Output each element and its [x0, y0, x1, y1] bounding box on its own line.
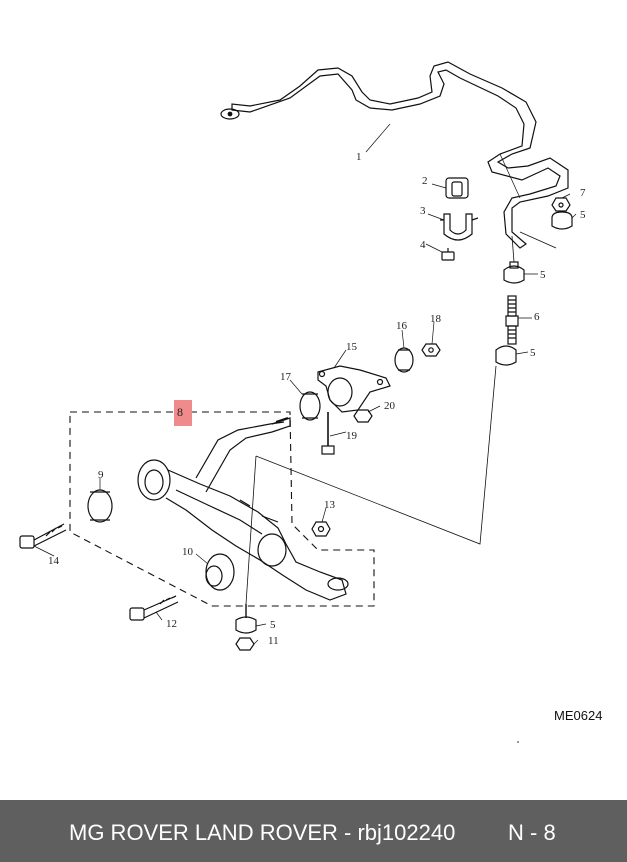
callout-8-highlight	[174, 400, 192, 426]
callout-8: 8	[177, 405, 183, 419]
bush-clamp	[440, 213, 479, 241]
bracket-lock-nut	[353, 409, 373, 423]
drop-link-stud	[505, 295, 519, 345]
callout-19: 19	[346, 430, 358, 442]
footer-page-code: N - 8	[508, 820, 556, 845]
arm-rear-bush	[299, 391, 321, 421]
callout-18: 18	[430, 313, 442, 325]
anti-roll-bar-bush	[445, 177, 469, 199]
diagram-reference-code: ME0624	[554, 708, 603, 723]
footer-brand-part-number: MG ROVER LAND ROVER - rbj102240	[69, 820, 456, 845]
ball-joint-bush	[235, 604, 257, 634]
callout-4: 4	[420, 239, 426, 251]
bracket-bush	[394, 347, 414, 373]
footer-bar: MG ROVER LAND ROVER - rbj102240 N - 8	[0, 800, 627, 862]
callout-17: 17	[280, 371, 292, 383]
callout-14: 14	[48, 555, 60, 567]
arm-nut	[311, 521, 331, 537]
arm-front-bush	[87, 489, 113, 523]
callout-7: 7	[580, 187, 586, 199]
arm-rear-bolt	[129, 595, 179, 621]
link-bush-upper	[503, 261, 525, 284]
arm-front-bolt	[19, 523, 67, 549]
link-bush-top	[551, 211, 573, 230]
callout-5a: 5	[580, 209, 586, 221]
bracket-bolt	[321, 412, 335, 455]
callout-5c: 5	[530, 347, 536, 359]
callout-15: 15	[346, 341, 358, 353]
exploded-parts-diagram: 1 2 3 4 5 5 5 5 6 7 8 9 10 11 12 13 14 1…	[19, 61, 586, 743]
link-bush-lower	[495, 345, 517, 366]
arm-compliance-bush	[205, 553, 235, 591]
callout-6: 6	[534, 311, 540, 323]
callout-5d: 5	[270, 619, 276, 631]
callout-11: 11	[268, 635, 279, 647]
callout-2: 2	[422, 175, 428, 187]
clamp-bolt	[441, 248, 455, 261]
callout-16: 16	[396, 320, 408, 332]
callout-5b: 5	[540, 269, 546, 281]
callout-9: 9	[98, 469, 104, 481]
scan-speck	[517, 741, 519, 743]
callout-12: 12	[166, 618, 177, 630]
lower-control-arm	[137, 417, 349, 601]
link-nut-top	[551, 197, 571, 212]
callout-10: 10	[182, 546, 194, 558]
callout-3: 3	[420, 205, 426, 217]
callout-13: 13	[324, 499, 336, 511]
anti-roll-bar	[220, 61, 569, 249]
ball-joint-nut	[235, 637, 255, 651]
bracket-nut	[421, 343, 441, 357]
lower-arm-dashed-outline	[69, 411, 375, 607]
mounting-bracket	[317, 365, 391, 413]
callout-1: 1	[356, 151, 362, 163]
callout-20: 20	[384, 400, 396, 412]
